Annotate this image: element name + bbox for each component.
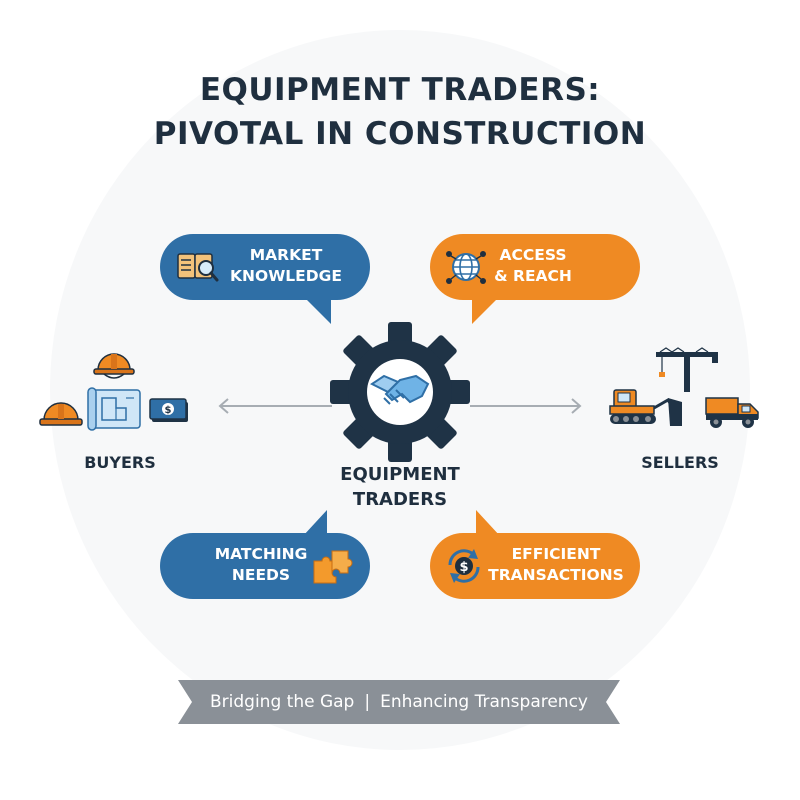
matching-needs-line-1: MATCHING — [214, 545, 308, 563]
market-knowledge-bubble: MARKET KNOWLEDGE — [160, 234, 370, 300]
center-label: EQUIPMENT TRADERS — [300, 462, 500, 512]
hard-hat-icon-2 — [39, 402, 83, 426]
arrow-to-buyers — [218, 398, 332, 414]
banner-separator: | — [364, 692, 371, 712]
page-title: EQUIPMENT TRADERS: PIVOTAL IN CONSTRUCTI… — [0, 68, 800, 156]
access-reach-bubble: ACCESS & REACH — [430, 234, 640, 300]
market-knowledge-line-1: MARKET — [249, 246, 323, 264]
bottom-banner: Bridging the Gap | Enhancing Transparency — [178, 680, 620, 724]
access-reach-tail — [472, 298, 498, 324]
dollar-cycle-icon: $ — [448, 549, 480, 583]
arrow-to-sellers — [470, 398, 582, 414]
svg-text:$: $ — [459, 560, 468, 575]
banner-text: Bridging the Gap | Enhancing Transparency — [178, 680, 620, 724]
puzzle-icon — [313, 550, 353, 584]
efficient-transactions-line-2: TRANSACTIONS — [488, 566, 624, 584]
handshake-gear-icon — [330, 322, 470, 462]
matching-needs-bubble: MATCHING NEEDS — [160, 533, 370, 599]
center-label-line-2: TRADERS — [352, 489, 448, 510]
market-knowledge-line-2: KNOWLEDGE — [230, 267, 342, 285]
banner-ribbon — [178, 680, 620, 724]
blueprint-icon — [87, 387, 141, 431]
matching-needs-tail — [303, 510, 327, 536]
banner-right-text: Enhancing Transparency — [380, 692, 588, 712]
bulldozer-icon — [609, 389, 682, 426]
handshake-icon — [370, 374, 430, 405]
efficient-transactions-bubble: $ EFFICIENT TRANSACTIONS — [430, 533, 640, 599]
book-magnifier-icon — [177, 253, 219, 282]
crane-icon — [656, 347, 718, 392]
title-line-2: PIVOTAL IN CONSTRUCTION — [153, 116, 647, 152]
center-label-line-1: EQUIPMENT — [340, 464, 460, 485]
svg-text:$: $ — [165, 405, 172, 416]
market-knowledge-tail — [305, 298, 331, 324]
access-reach-line-1: ACCESS — [499, 246, 567, 264]
efficient-transactions-line-1: EFFICIENT — [511, 545, 601, 563]
money-icon: $ — [149, 398, 188, 422]
dump-truck-icon — [705, 397, 759, 428]
buyers-label: BUYERS — [84, 453, 156, 472]
globe-network-icon — [446, 251, 486, 284]
efficient-transactions-tail — [476, 510, 500, 536]
access-reach-line-2: & REACH — [494, 267, 572, 285]
title-line-1: EQUIPMENT TRADERS: — [199, 72, 601, 108]
matching-needs-line-2: NEEDS — [231, 566, 291, 584]
banner-left-text: Bridging the Gap — [210, 692, 355, 712]
sellers-label: SELLERS — [641, 453, 719, 472]
hard-hat-icon — [93, 353, 135, 379]
